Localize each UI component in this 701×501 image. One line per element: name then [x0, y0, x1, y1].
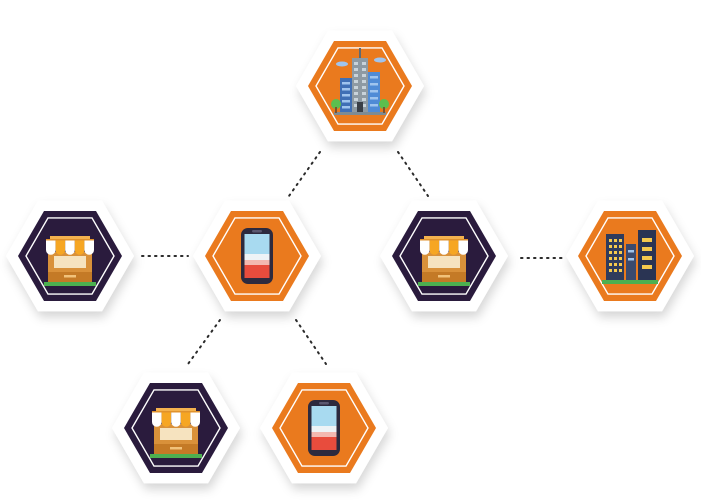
connectors [141, 151, 567, 365]
node-phone-center [193, 200, 321, 312]
hex-ring [279, 389, 369, 467]
connector-phone-center-phone-bottom [295, 319, 327, 365]
nodes [6, 30, 694, 484]
hex-ring [585, 217, 675, 295]
node-phone-bottom [260, 372, 388, 484]
storefront-icon [418, 236, 470, 286]
storefront-icon [44, 236, 96, 286]
hex-ring [315, 47, 405, 125]
connector-hq-phone-center [288, 151, 321, 197]
node-store-bottom [112, 372, 240, 484]
hex-ring [131, 389, 221, 467]
node-store-left [6, 200, 134, 312]
smartphone-icon [308, 400, 340, 456]
hex-ring [399, 217, 489, 295]
city-buildings-icon [602, 230, 658, 284]
hex-ring [25, 217, 115, 295]
node-store-right [380, 200, 508, 312]
hex-ring [212, 217, 302, 295]
connector-phone-center-store-bottom [187, 319, 221, 365]
office-building-icon [331, 48, 389, 115]
node-hq [296, 30, 424, 142]
smartphone-icon [241, 228, 273, 284]
connector-hq-store-right [397, 151, 429, 197]
node-city-right [566, 200, 694, 312]
storefront-icon [150, 408, 202, 458]
